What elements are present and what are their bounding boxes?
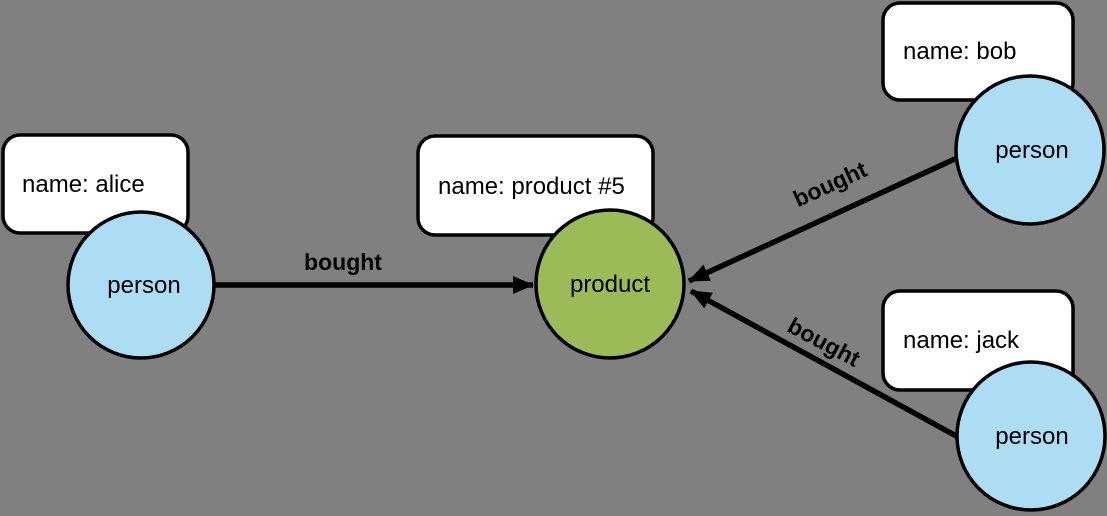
- property-text-alice: name: alice: [22, 171, 145, 198]
- node-jack-person[interactable]: [955, 360, 1107, 512]
- property-text-product: name: product #5: [438, 173, 625, 200]
- edge-jack-bought-product[interactable]: [689, 288, 960, 440]
- node-bob-person[interactable]: [954, 74, 1106, 226]
- property-text-bob: name: bob: [903, 38, 1016, 65]
- edge-bob-bought-product[interactable]: [687, 155, 959, 284]
- node-label-jack: person: [995, 423, 1068, 450]
- node-label-product: product: [570, 271, 650, 298]
- edge-label-alice-bought: bought: [304, 249, 382, 275]
- node-label-bob: person: [995, 137, 1068, 164]
- property-text-jack: name: jack: [903, 327, 1020, 354]
- node-product[interactable]: [534, 208, 686, 360]
- node-alice-person[interactable]: [66, 210, 216, 360]
- node-label-alice: person: [107, 272, 180, 299]
